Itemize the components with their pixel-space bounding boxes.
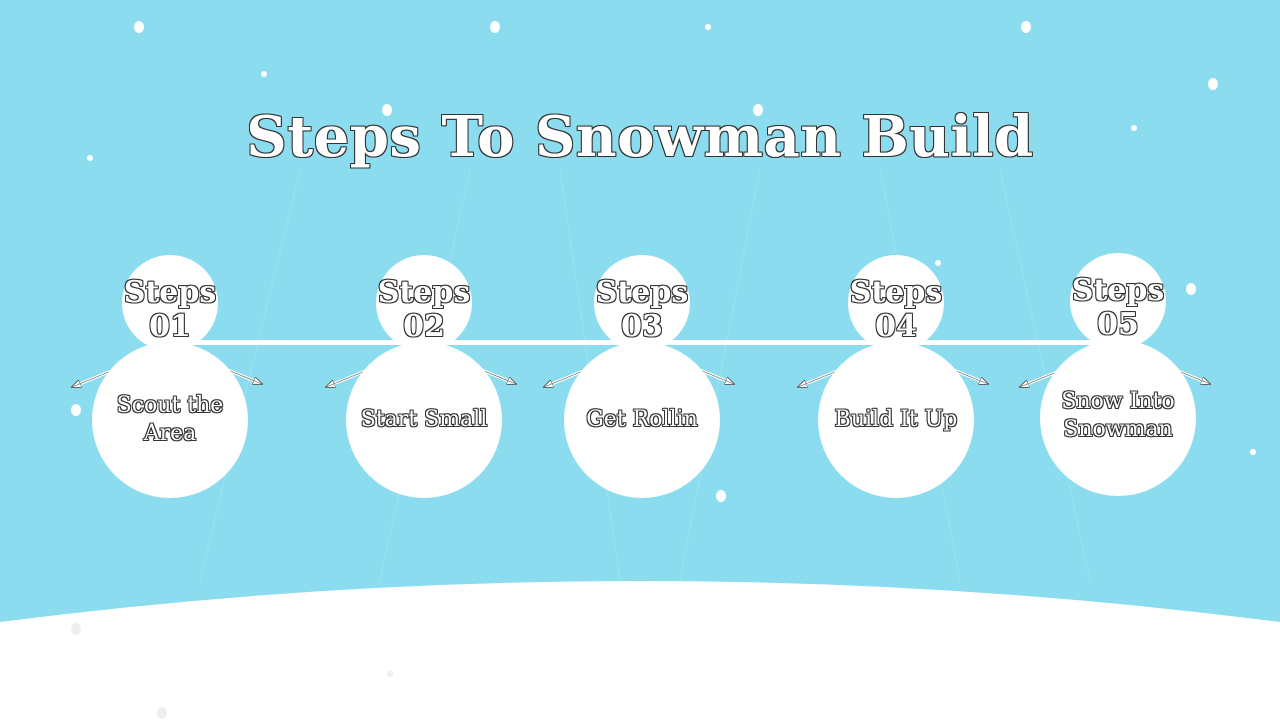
snow-ground <box>0 581 1280 720</box>
snowman-head <box>1070 253 1166 349</box>
snowman-head <box>122 255 218 351</box>
snowman-head <box>848 255 944 351</box>
step-number-label: Steps 05 <box>1071 273 1165 342</box>
step-number-label: Steps 02 <box>377 275 471 344</box>
snowman-head <box>594 255 690 351</box>
snowman-body <box>818 342 974 498</box>
snowman-step-4: Steps 04 Build It Up <box>818 0 974 498</box>
step-number-label: Steps 01 <box>123 275 217 344</box>
snowman-body <box>92 342 248 498</box>
ground-snowflakes <box>71 623 393 719</box>
snowman-step-2: Steps 02 Start Small <box>346 0 502 498</box>
snowflakes <box>71 21 1256 502</box>
step-number-label: Steps 03 <box>595 275 689 344</box>
snowman-body <box>564 342 720 498</box>
snowman-body <box>1040 340 1196 496</box>
snowman-step-5: Steps 05 Snow Into Snowman <box>1040 0 1196 496</box>
snowman-head <box>376 255 472 351</box>
snowman-body <box>346 342 502 498</box>
slide-title: Steps To Snowman Build <box>246 104 1034 170</box>
step-description: Snow Into Snowman <box>1061 389 1175 442</box>
snowman-step-1: Steps 01 Scout the Area <box>92 0 248 498</box>
snowman-step-3: Steps 03 Get Rollin <box>564 0 720 498</box>
step-number-label: Steps 04 <box>849 275 943 344</box>
step-description: Get Rollin <box>586 407 698 432</box>
step-description: Start Small <box>360 407 488 432</box>
step-description: Scout the Area <box>116 393 224 446</box>
step-description: Build It Up <box>834 407 958 432</box>
